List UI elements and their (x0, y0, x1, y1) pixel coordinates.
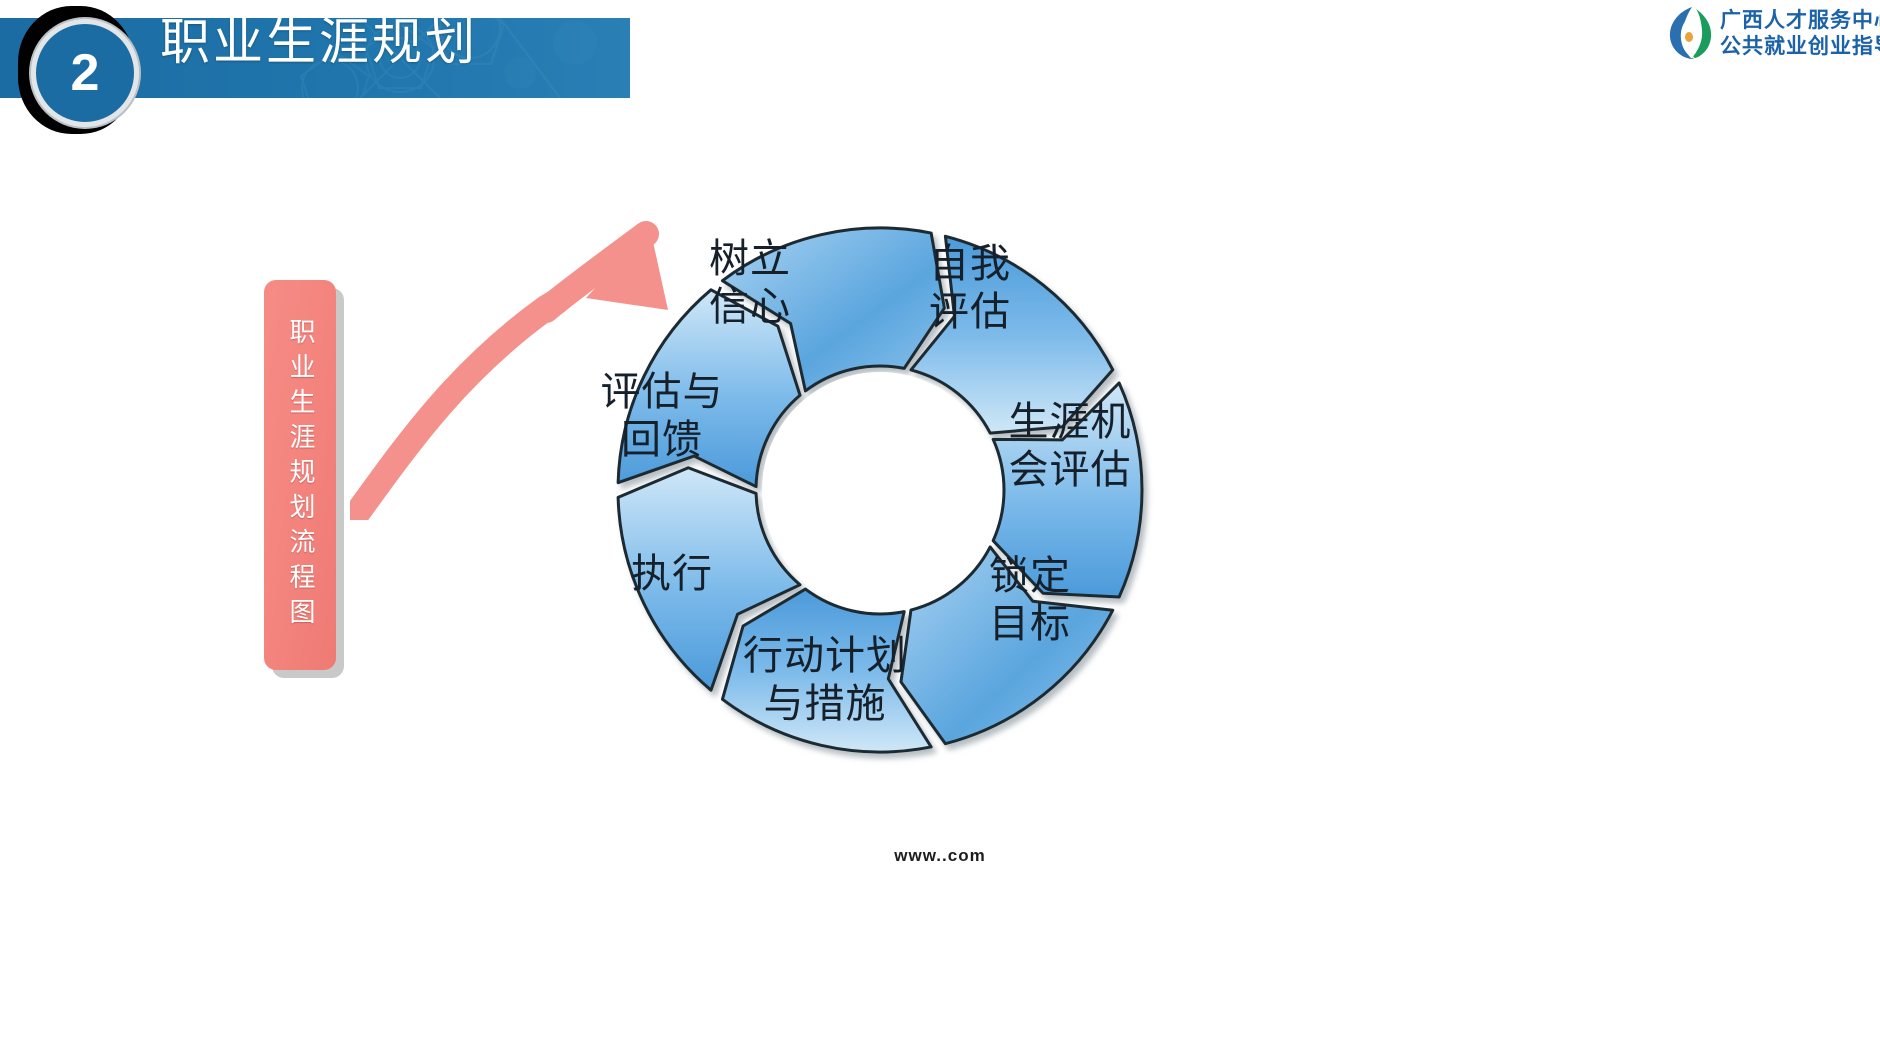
career-planning-cycle-diagram: 树立 信心 自我 评估 生涯机 会评估 锁定 目标 行动计划 与措施 执行 评估… (520, 140, 1280, 840)
pink-curved-arrow (350, 221, 668, 520)
header-pattern-decoration (299, 18, 597, 98)
cycle-segment-4 (991, 381, 1144, 599)
cycle-segments (616, 226, 1144, 754)
logo-line-1: 广西人才服务中心 (1720, 7, 1880, 32)
side-label-flowchart: 职业生涯规划流程图 (264, 280, 336, 670)
header-badge-group: 2 (10, 0, 140, 140)
cycle-diagram-svg (616, 226, 1144, 754)
swoosh-logo-icon (1669, 7, 1712, 59)
logo-text-block: 广西人才服务中心 公共就业创业指导 (1720, 7, 1880, 59)
cycle-segment-7 (616, 466, 802, 692)
cycle-segment-2 (720, 226, 946, 393)
side-label-text: 职业生涯规划流程图 (285, 317, 315, 633)
section-number: 2 (70, 44, 100, 102)
cycle-segment-6 (720, 587, 933, 754)
cycle-segment-5 (899, 545, 1115, 746)
cycle-segment-1 (616, 288, 802, 489)
organization-logo: 广西人才服务中心 公共就业创业指导 (1662, 4, 1880, 66)
page-title: 职业生涯规划 (160, 13, 478, 71)
footer-url: www..com (894, 846, 986, 865)
cycle-segment-3 (909, 234, 1115, 435)
cycle-hub (762, 372, 998, 608)
section-number-badge: 2 (31, 19, 139, 127)
logo-line-2: 公共就业创业指导 (1720, 33, 1880, 58)
